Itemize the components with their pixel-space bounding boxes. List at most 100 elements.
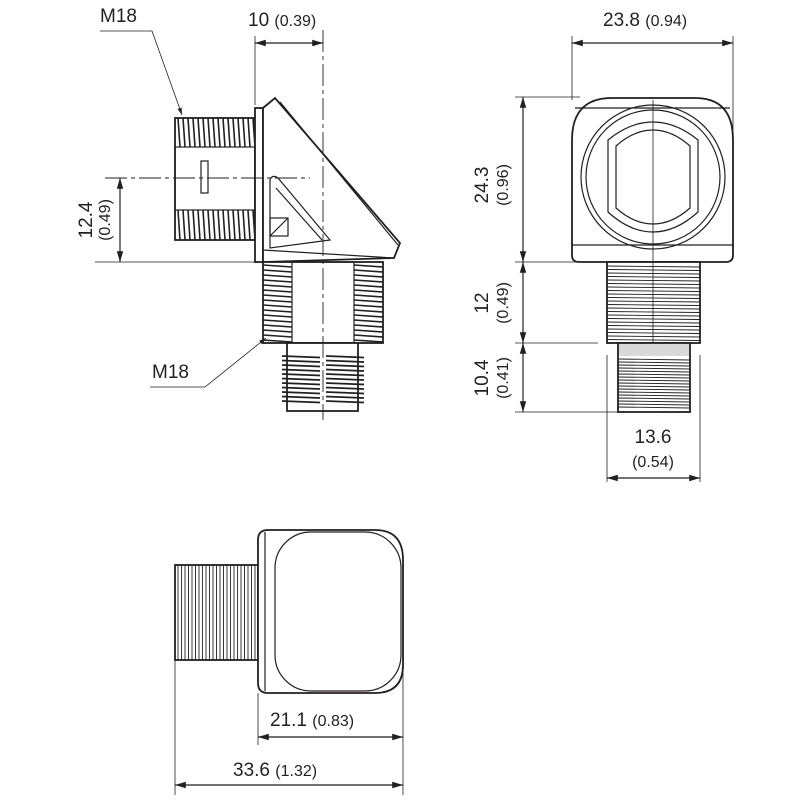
connector-thread — [281, 342, 365, 412]
front-thread — [606, 261, 701, 344]
connector-band — [619, 344, 689, 356]
thread-line — [353, 309, 384, 313]
dim-12-4-in: (0.49) — [97, 199, 114, 241]
thread-line — [182, 117, 186, 148]
thread-line — [617, 385, 691, 388]
thread-line — [262, 299, 293, 303]
thread-line — [353, 314, 384, 318]
thread-line — [606, 297, 701, 299]
dim-13-6-mm: 13.6 — [635, 427, 672, 448]
flange — [254, 107, 264, 263]
dim-12-in: (0.49) — [495, 282, 512, 324]
thread-line — [606, 269, 701, 271]
thread-line — [217, 209, 221, 241]
thread-line — [262, 269, 293, 273]
thread-line — [617, 403, 691, 406]
thread-line — [325, 395, 365, 399]
thread-line — [262, 264, 293, 268]
dim-23-8-in: (0.94) — [645, 13, 687, 30]
thread-line — [617, 373, 691, 376]
dim-13-6-in: (0.54) — [632, 454, 674, 471]
thread-line — [281, 382, 321, 386]
thread-line — [262, 284, 293, 288]
thread-line — [617, 361, 691, 364]
thread-line — [262, 289, 293, 293]
thread-line — [247, 117, 251, 148]
svg-text:10 (0.39): 10 (0.39) — [248, 10, 316, 31]
thread-line — [353, 269, 384, 273]
dim-10-4-mm: 10.4 — [472, 359, 493, 396]
dim-21-1-in: (0.83) — [312, 713, 354, 730]
thread-line — [606, 339, 701, 341]
thread-line — [281, 355, 321, 359]
thread-line — [325, 391, 365, 395]
thread-line — [262, 324, 293, 328]
thread-line — [325, 373, 365, 377]
thread-line — [353, 274, 384, 278]
thread-line — [281, 386, 321, 390]
thread-line — [606, 286, 701, 289]
top-cap — [274, 531, 402, 692]
dim-21-1-mm: 21.1 — [270, 710, 307, 731]
thread-line — [353, 289, 384, 293]
thread-line — [606, 272, 701, 275]
thread-line — [237, 117, 241, 148]
dim-24-3-mm: 24.3 — [472, 167, 493, 204]
thread-line — [606, 300, 701, 303]
dim-10-mm: 10 — [248, 10, 269, 31]
thread-line — [227, 117, 231, 148]
thread-line — [281, 359, 321, 363]
thread-line — [202, 209, 206, 241]
thread-line — [262, 294, 293, 298]
thread-line — [325, 377, 365, 381]
dim-10-4-in: (0.41) — [495, 357, 512, 399]
thread-line — [242, 209, 246, 241]
thread-line — [606, 307, 701, 310]
thread-line — [192, 209, 196, 241]
thread-line — [617, 379, 691, 382]
thread-line — [222, 209, 226, 241]
thread-line — [617, 364, 691, 367]
thread-line — [242, 117, 246, 148]
thread-line — [177, 209, 181, 241]
svg-text:33.6 (1.32): 33.6 (1.32) — [233, 760, 317, 781]
thread-line — [247, 209, 251, 241]
thread-line — [325, 359, 365, 363]
thread-line — [617, 388, 691, 391]
dim-12-4-mm: 12.4 — [76, 201, 97, 238]
thread-line — [353, 264, 384, 268]
thread-label-top: M18 — [100, 6, 137, 27]
thread-line — [617, 370, 691, 373]
thread-line — [606, 328, 701, 331]
thread-line — [325, 382, 365, 386]
thread-line — [262, 334, 293, 338]
thread-line — [606, 335, 701, 338]
thread-line — [606, 325, 701, 327]
top-thread — [174, 564, 259, 661]
thread-line — [187, 209, 191, 241]
thread-line — [353, 319, 384, 323]
thread-line — [222, 117, 226, 148]
thread-line — [606, 318, 701, 320]
thread-line — [262, 339, 293, 343]
thread-line — [353, 334, 384, 338]
thread-line — [606, 279, 701, 282]
thread-line — [325, 386, 365, 390]
thread-line — [617, 376, 691, 379]
thread-line — [187, 117, 191, 148]
thread-line — [617, 397, 691, 400]
thread-line — [262, 314, 293, 318]
thread-line — [353, 324, 384, 328]
thread-line — [281, 391, 321, 395]
thread-line — [281, 377, 321, 381]
top-body — [257, 529, 404, 694]
thread-line — [207, 209, 211, 241]
thread-line — [237, 209, 241, 241]
front-connector — [617, 342, 691, 413]
thread-line — [606, 293, 701, 296]
svg-text:21.1 (0.83): 21.1 (0.83) — [270, 710, 354, 731]
horizontal-thread — [174, 117, 256, 241]
thread-line — [606, 290, 701, 292]
thread-line — [227, 209, 231, 241]
thread-line — [207, 117, 211, 148]
